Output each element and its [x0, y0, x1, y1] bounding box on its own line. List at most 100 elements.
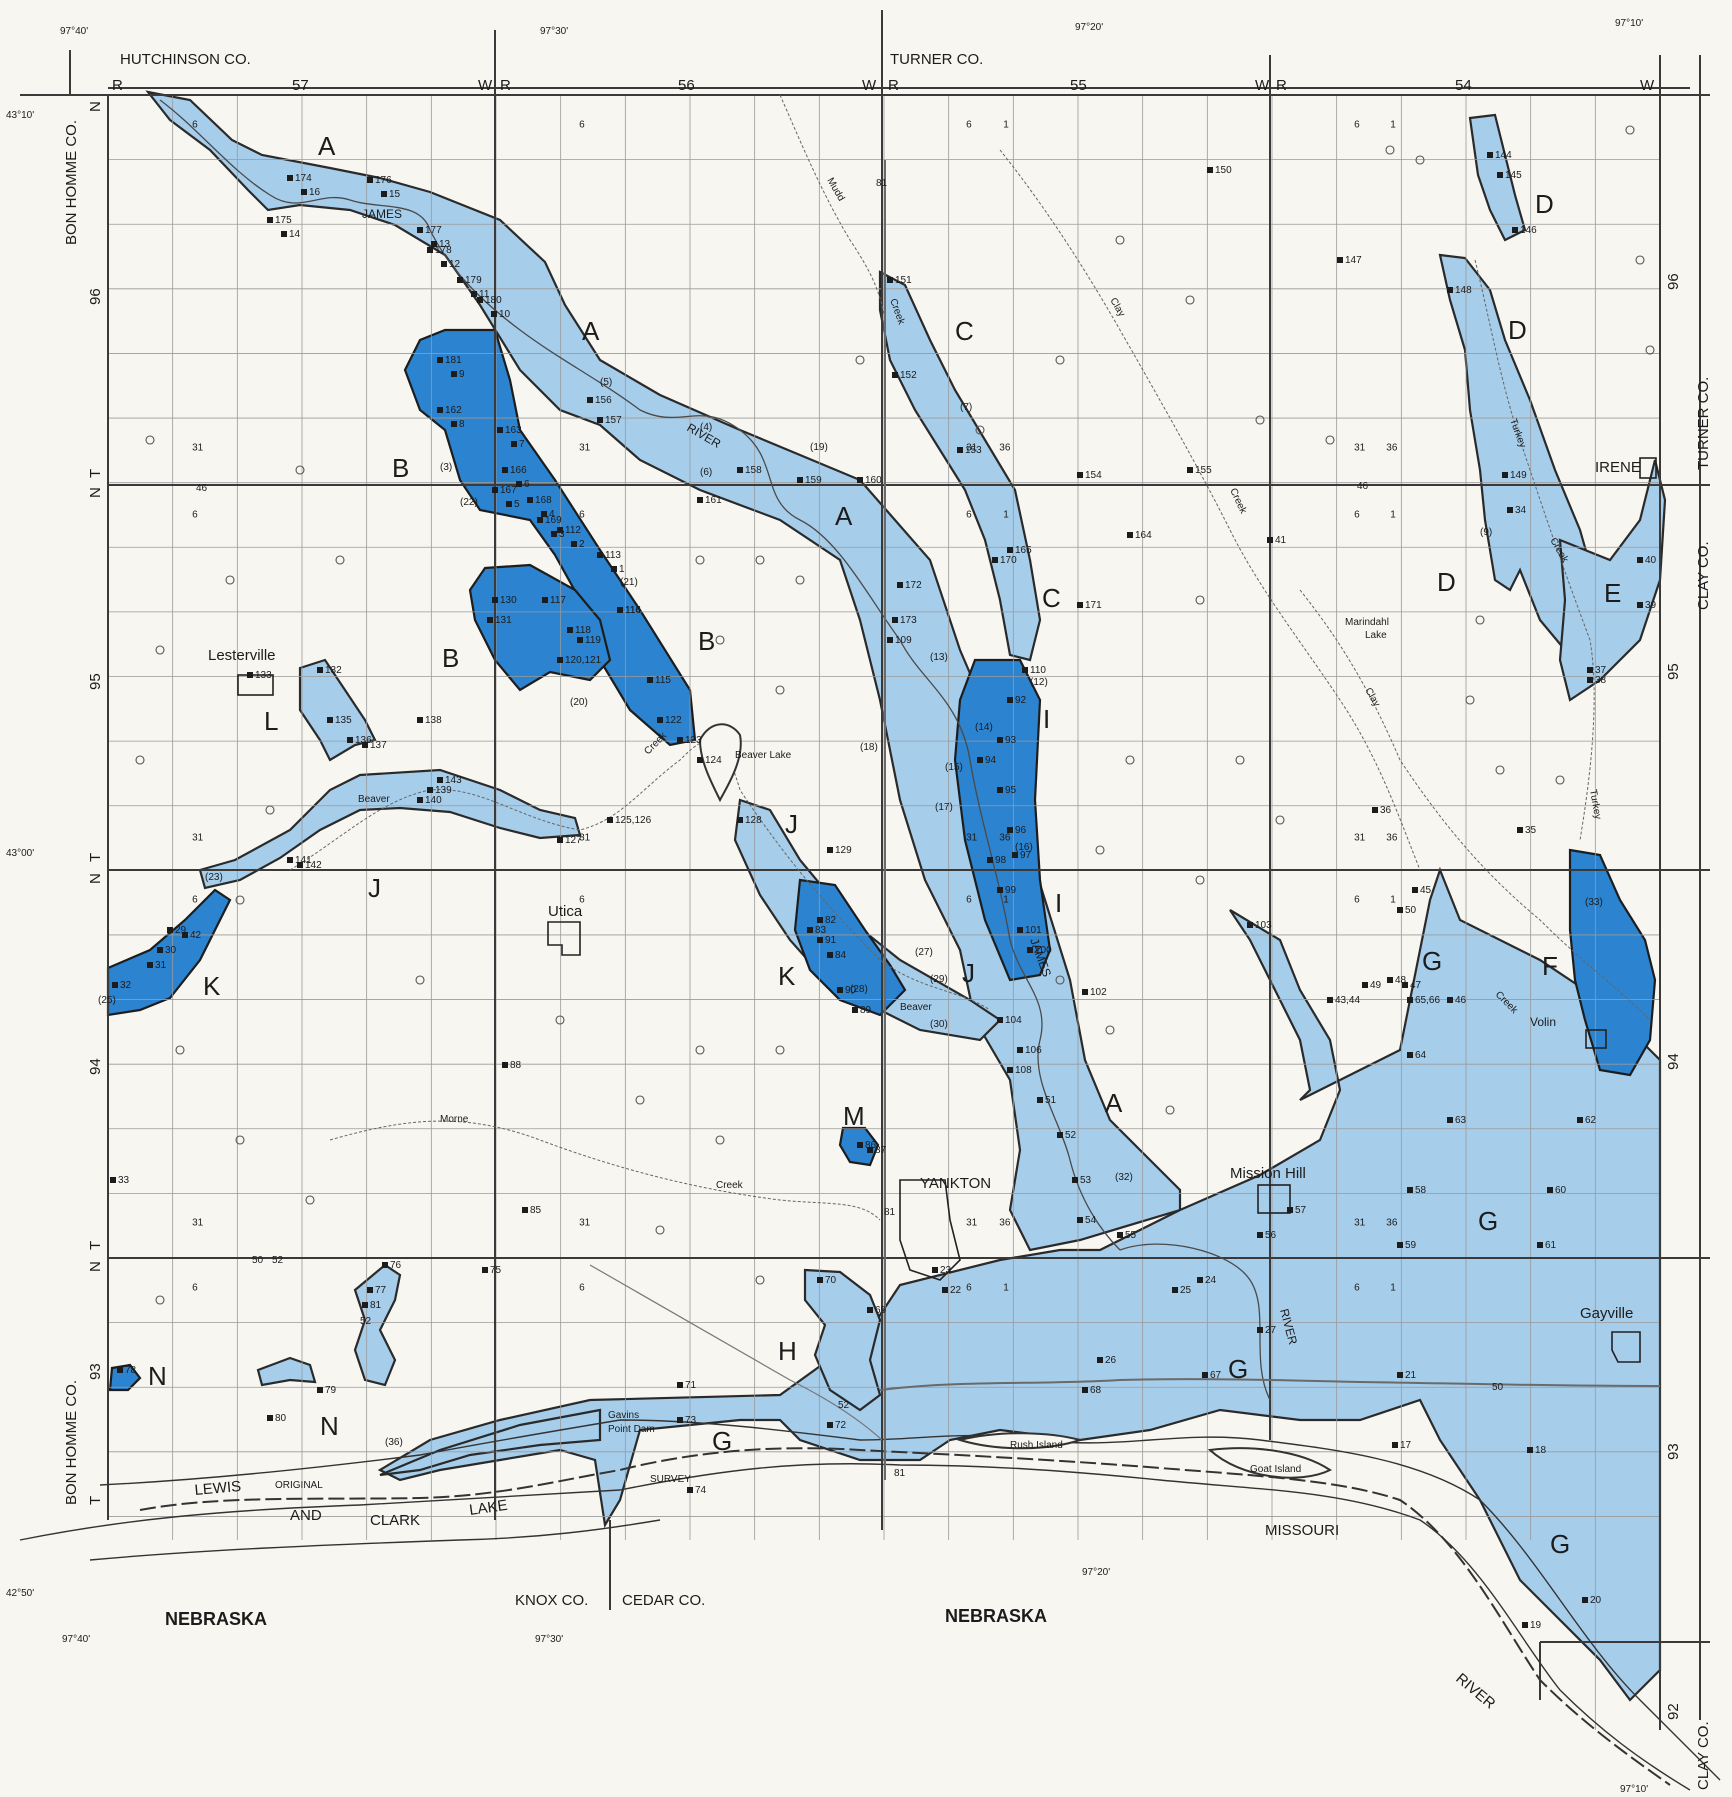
- well-marker: 49: [1362, 980, 1382, 991]
- well-label: 130: [500, 595, 517, 606]
- well-marker: 56: [1257, 1230, 1277, 1241]
- test-hole-label: (9): [1480, 527, 1492, 538]
- label-aquifer-j-1: J: [368, 873, 381, 903]
- well-symbol: [807, 927, 813, 933]
- well-marker: 177: [417, 225, 442, 236]
- well-symbol: [597, 417, 603, 423]
- well-label: 131: [495, 615, 512, 626]
- well-marker: 101: [1017, 925, 1042, 936]
- well-label: 45: [1420, 885, 1432, 896]
- well-label: 74: [695, 1485, 707, 1496]
- well-label: 84: [835, 950, 847, 961]
- label-lon-9730-bottom: 97°30': [535, 1634, 563, 1645]
- well-symbol: [797, 477, 803, 483]
- section-number-31: 31: [966, 442, 978, 453]
- well-symbol: [867, 1307, 873, 1313]
- well-symbol: [1007, 827, 1013, 833]
- well-marker: 93: [997, 735, 1017, 746]
- well-symbol: [1172, 1287, 1178, 1293]
- test-hole-label: (28): [850, 984, 868, 995]
- well-symbol: [1027, 947, 1033, 953]
- well-label: 19: [1530, 1620, 1542, 1631]
- well-marker: 7: [511, 439, 525, 450]
- aquifer-k-central: [793, 878, 907, 1017]
- section-number-36: 36: [1386, 832, 1398, 843]
- well-marker: 62: [1577, 1115, 1597, 1126]
- well-marker: 58: [1407, 1185, 1427, 1196]
- label-clay-bottom: CLAY CO.: [1695, 1721, 1712, 1790]
- test-hole-symbol: [1125, 755, 1135, 765]
- well-marker: 166: [502, 465, 527, 476]
- well-label: 175: [275, 215, 292, 226]
- label-aquifer-d-2: D: [1508, 315, 1527, 345]
- label-lon-9730-top: 97°30': [540, 26, 568, 37]
- well-marker: 104: [997, 1015, 1022, 1026]
- well-symbol: [1072, 1177, 1078, 1183]
- label-bon-homme-bottom: BON HOMME CO.: [63, 1380, 80, 1505]
- aquifer-c: [878, 270, 1042, 662]
- test-hole-label: (20): [570, 697, 588, 708]
- well-marker: 91: [817, 935, 837, 946]
- label-highway-52-bottom: 52: [838, 1400, 850, 1411]
- well-marker: 100: [1027, 945, 1052, 956]
- well-symbol: [551, 531, 557, 537]
- well-label: 4: [549, 509, 555, 520]
- label-t95-right: 95: [1665, 663, 1682, 680]
- well-symbol: [1202, 1372, 1208, 1378]
- section-number-6: 6: [579, 1282, 585, 1293]
- well-label: 22: [950, 1285, 962, 1296]
- well-label: 110: [1030, 665, 1046, 676]
- well-label: 89: [860, 1005, 872, 1016]
- well-label: 157: [605, 415, 622, 426]
- aquifer-j-west: [198, 768, 582, 890]
- well-symbol: [1587, 677, 1593, 683]
- well-label: 30: [165, 945, 177, 956]
- section-number-36: 36: [999, 1217, 1011, 1228]
- well-symbol: [1507, 507, 1513, 513]
- well-symbol: [541, 511, 547, 517]
- well-marker: 172: [897, 580, 922, 591]
- well-symbol: [1017, 927, 1023, 933]
- well-symbol: [527, 497, 533, 503]
- label-highway-81-mid: 81: [884, 1207, 896, 1218]
- section-number-6: 6: [966, 509, 972, 520]
- label-aquifer-a-3: A: [835, 501, 853, 531]
- well-marker: 59: [1397, 1240, 1417, 1251]
- well-symbol: [1287, 1207, 1293, 1213]
- well-label: 181: [445, 355, 462, 366]
- label-creek-clay: Creek: [1227, 487, 1249, 517]
- well-marker: 6: [516, 479, 530, 490]
- well-marker: 153: [957, 445, 982, 456]
- test-hole-symbol: [1195, 595, 1205, 605]
- well-symbol: [1362, 982, 1368, 988]
- test-hole-label: (16): [1015, 842, 1033, 853]
- label-n-mark-2: N: [87, 487, 104, 498]
- well-marker: 160: [857, 475, 882, 486]
- well-symbol: [647, 677, 653, 683]
- well-symbol: [362, 742, 368, 748]
- well-marker: 14: [281, 229, 301, 240]
- test-hole-symbol: [135, 755, 145, 765]
- well-marker: 133: [247, 670, 272, 681]
- well-symbol: [677, 737, 683, 743]
- test-hole-symbol: [1185, 295, 1195, 305]
- mission-hill-outline: [1257, 1184, 1291, 1214]
- test-hole-symbol: [1095, 845, 1105, 855]
- james-river-bank: [1119, 1243, 1271, 1401]
- well-symbol: [362, 1302, 368, 1308]
- well-symbol: [1372, 807, 1378, 813]
- well-marker: 144: [1487, 150, 1512, 161]
- well-symbol: [317, 667, 323, 673]
- well-label: 65,66: [1415, 995, 1440, 1006]
- test-hole-symbol: [635, 1095, 645, 1105]
- well-symbol: [1447, 1117, 1453, 1123]
- well-marker: 51: [1037, 1095, 1057, 1106]
- well-marker: 161: [697, 495, 722, 506]
- well-label: 34: [1515, 505, 1527, 516]
- well-label: 69: [875, 1305, 887, 1316]
- well-marker: 42: [182, 930, 202, 941]
- well-marker: 43,44: [1327, 995, 1360, 1006]
- label-aquifer-a-4: A: [1105, 1088, 1123, 1118]
- aquifer-g: [377, 866, 1662, 1702]
- label-turkey-south: Turkey: [1587, 789, 1603, 821]
